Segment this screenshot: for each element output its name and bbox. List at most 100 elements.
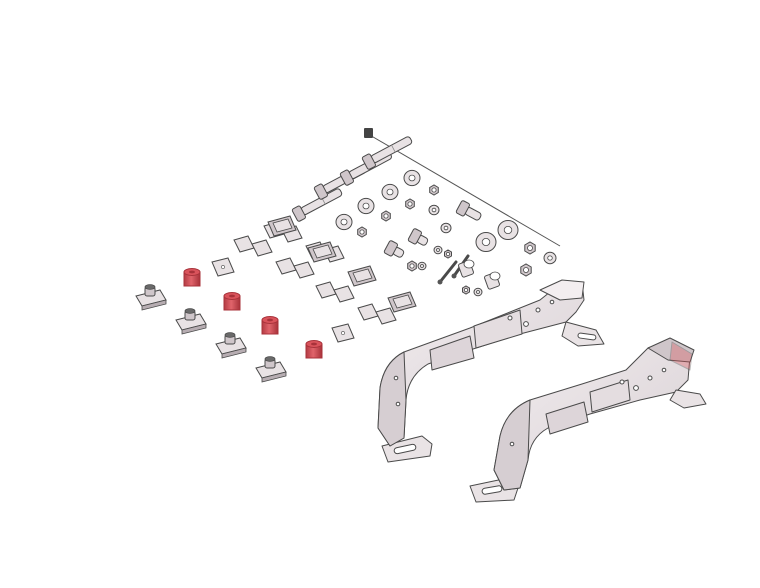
t-slot-nut-3	[215, 332, 247, 359]
nut-3	[405, 198, 415, 210]
bolt-head	[455, 200, 470, 217]
clip-top	[312, 244, 333, 259]
bracket-hole	[393, 375, 399, 381]
bracket-plate	[473, 309, 523, 349]
bracket-plate	[589, 379, 631, 413]
large-washer-6	[497, 220, 519, 240]
bushing-2	[223, 292, 241, 311]
washer-hole	[547, 255, 553, 261]
rod-end	[451, 273, 457, 279]
bracket-hole	[549, 299, 555, 305]
tnut-side	[141, 299, 167, 311]
short-bolt-2-body	[407, 228, 429, 246]
channel-clips	[267, 215, 417, 313]
nut-hole	[445, 251, 451, 257]
bracket-hole	[395, 401, 401, 407]
bracket-hole	[535, 307, 541, 313]
spacer-1	[458, 259, 475, 278]
plate-hole	[221, 265, 225, 269]
washer-hole	[431, 207, 437, 213]
t-slot-nut-4	[255, 356, 287, 383]
t-slot-nut-2	[175, 308, 207, 335]
washer-hole	[386, 188, 394, 196]
spacer-2	[484, 271, 501, 290]
clip-top	[392, 294, 413, 309]
large-washer-5	[475, 232, 497, 252]
set-screw-group	[364, 128, 561, 247]
bracket-top-flange	[647, 337, 695, 363]
end-nut-washer	[543, 251, 557, 265]
plate-b	[251, 239, 273, 257]
short-bolt-3	[383, 240, 405, 258]
bracket-end-cap	[669, 341, 693, 371]
nut-5	[524, 241, 536, 255]
bolt-head	[407, 228, 422, 245]
tnut-thread	[184, 308, 196, 314]
bracket-hole	[647, 375, 653, 381]
short-bolt-3-body	[383, 240, 405, 258]
nut-hole	[359, 229, 365, 235]
mounting-bracket-left	[377, 279, 605, 463]
large-washer-2	[357, 197, 375, 215]
plate-a	[357, 303, 379, 321]
washer-hole	[436, 248, 440, 252]
plate-b	[375, 307, 397, 325]
bracket-hole	[633, 385, 639, 391]
plate-b	[293, 261, 315, 279]
short-bolts	[383, 200, 482, 272]
washer-hole	[340, 218, 348, 226]
washer-hole	[481, 237, 491, 246]
rod-line	[438, 260, 458, 284]
washer-hole	[420, 264, 424, 268]
long-bolts	[291, 136, 413, 222]
nut-6	[520, 263, 532, 277]
plate-hole	[341, 331, 345, 335]
nut-2	[381, 210, 391, 222]
bolt-shaft	[370, 136, 413, 163]
bolt-head	[383, 240, 398, 257]
small-washer-2	[440, 222, 452, 234]
nut-4	[429, 184, 439, 196]
nut-small-a	[407, 260, 417, 272]
nut-hole	[407, 201, 413, 207]
washer-hole	[443, 225, 449, 231]
spacer-end	[463, 259, 475, 269]
bracket-hole	[509, 441, 515, 447]
bushing-3	[261, 316, 279, 335]
short-bolt-1	[455, 200, 482, 221]
nut-hole	[409, 263, 415, 269]
long-bolt-4	[361, 136, 413, 170]
tnut-side	[261, 371, 287, 383]
plate-b	[333, 285, 355, 303]
bolt-head	[339, 169, 354, 186]
washer-hole	[408, 174, 416, 182]
plate-a	[315, 281, 337, 299]
large-washer-3	[381, 183, 399, 201]
plate-a	[275, 257, 297, 275]
nut-hole	[523, 267, 529, 273]
set-screw	[364, 128, 373, 138]
bracket-hole	[619, 379, 625, 385]
large-washer-1	[335, 213, 353, 231]
small-washer-5	[473, 287, 483, 297]
bushing-hole	[229, 294, 235, 298]
nut-1	[357, 226, 367, 238]
channel-clip-2	[307, 241, 337, 263]
washers	[335, 169, 536, 297]
bracket-hole	[507, 315, 513, 321]
channel-clip-3	[347, 265, 377, 287]
bushing-hole	[267, 318, 273, 322]
bracket-top-flange	[539, 279, 585, 301]
washer-hole	[503, 225, 513, 234]
washer-hole	[476, 290, 480, 294]
large-washer-4	[403, 169, 421, 187]
bracket-plate	[545, 401, 589, 435]
plate-pair-4	[357, 303, 397, 325]
bracket-slot	[481, 485, 503, 495]
small-washer-4	[417, 261, 427, 271]
small-washer-1	[428, 204, 440, 216]
long-bolt-4-body	[361, 136, 413, 170]
square-plates	[211, 221, 397, 343]
